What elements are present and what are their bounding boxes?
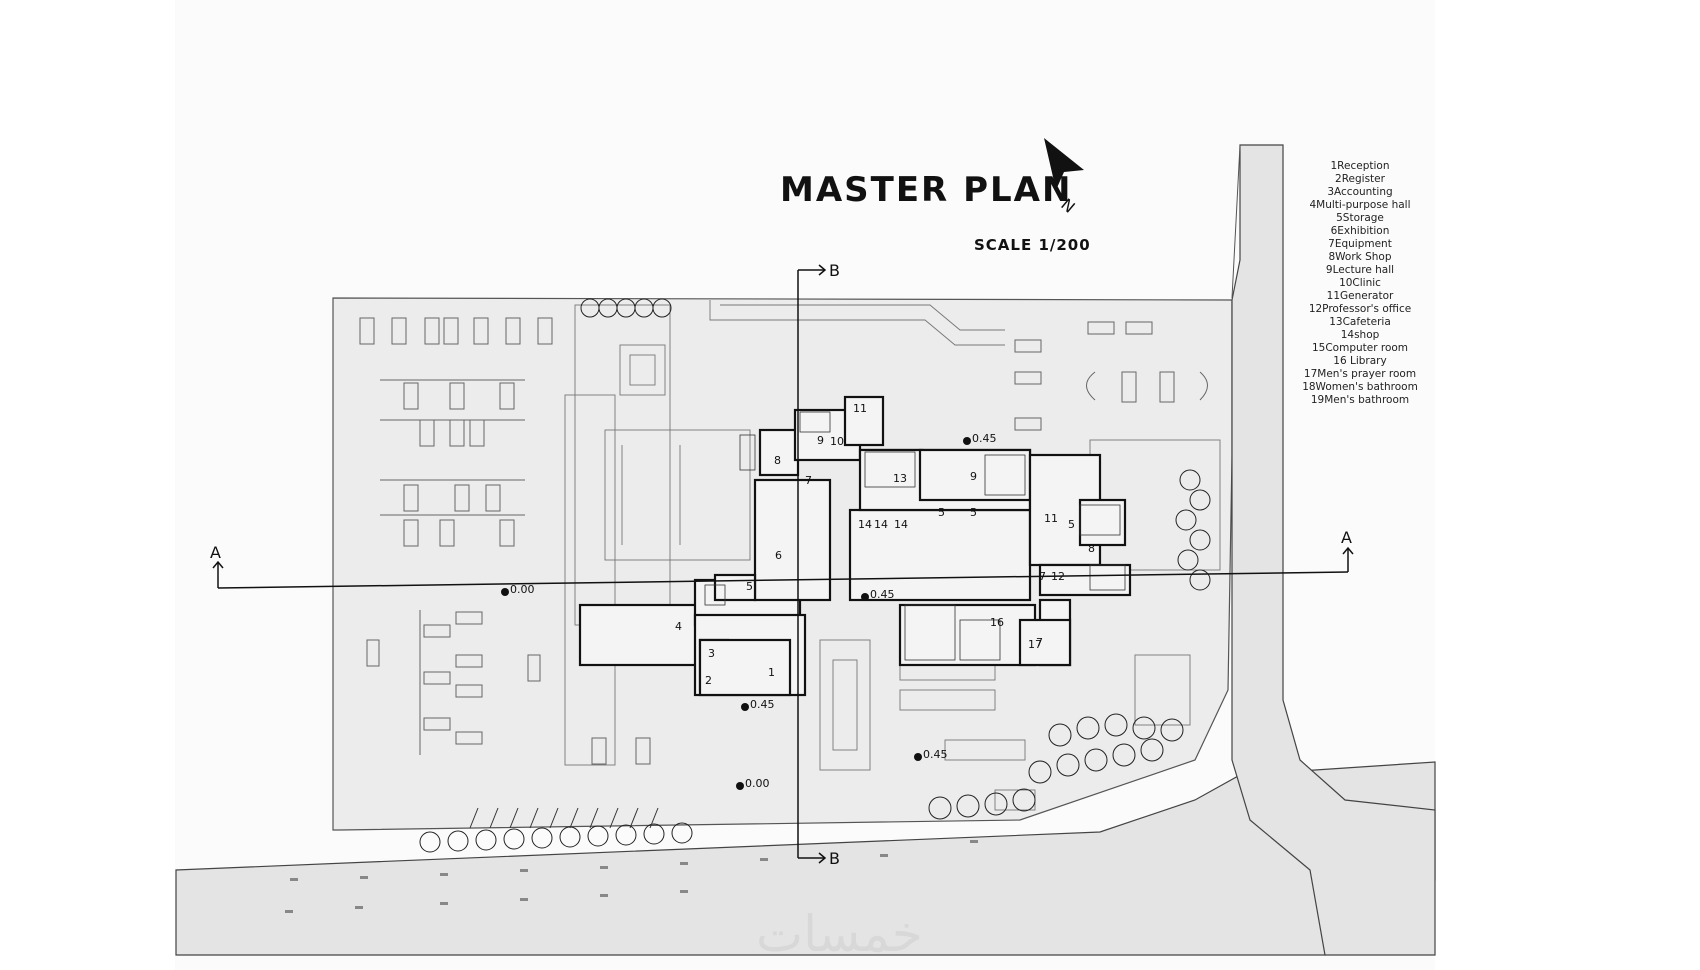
level-mark: 0.45 xyxy=(750,698,775,711)
legend-item: 4Multi-purpose hall xyxy=(1309,199,1411,211)
watermark-logo: خمسات xyxy=(756,905,923,963)
room-legend: 1Reception 2Register 3Accounting 4Multi-… xyxy=(1280,160,1440,407)
room-number: 8 xyxy=(1088,542,1095,555)
trees-right xyxy=(1175,469,1211,591)
room-number: 4 xyxy=(675,620,682,633)
section-b-bottom: B xyxy=(829,849,840,868)
level-mark: 0.00 xyxy=(510,583,535,596)
legend-item: 13Cafeteria xyxy=(1329,316,1391,328)
side-road xyxy=(1231,144,1436,956)
room-number: 16 xyxy=(990,616,1004,629)
legend-item: 18Women's bathroom xyxy=(1302,381,1418,393)
furniture-hatching xyxy=(704,411,1126,661)
room-number: 7 xyxy=(1036,636,1043,649)
room-number: 1 xyxy=(768,666,775,679)
room-number: 2 xyxy=(705,674,712,687)
road-markings xyxy=(285,840,978,913)
room-number: 13 xyxy=(893,472,907,485)
legend-item: 17Men's prayer room xyxy=(1303,368,1417,380)
section-line-a xyxy=(212,546,1354,589)
room-number: 5 xyxy=(746,580,753,593)
room-number: 9 xyxy=(970,470,977,483)
legend-item: 14shop xyxy=(1340,329,1380,341)
room-number: 12 xyxy=(1051,570,1065,583)
trees-bottom xyxy=(419,713,1184,853)
trees-top xyxy=(580,298,672,318)
north-arrow-icon xyxy=(1044,138,1084,190)
room-number: 5 xyxy=(938,506,945,519)
section-a-left: A xyxy=(210,543,221,562)
legend-item: 1Reception xyxy=(1330,160,1390,172)
room-number: 14 xyxy=(858,518,872,531)
legend-item: 19Men's bathroom xyxy=(1310,394,1410,406)
legend-item: 8Work Shop xyxy=(1328,251,1392,263)
room-number: 5 xyxy=(1068,518,1075,531)
room-number: 11 xyxy=(853,402,867,415)
level-mark: 0.00 xyxy=(745,777,770,790)
building-footprint xyxy=(578,395,1132,697)
legend-item: 11Generator xyxy=(1326,290,1394,302)
level-mark: 0.45 xyxy=(972,432,997,445)
room-number: 3 xyxy=(708,647,715,660)
section-b-top: B xyxy=(829,261,840,280)
legend-item: 7Equipment xyxy=(1328,238,1392,250)
road-edge xyxy=(1231,144,1241,299)
legend-item: 3Accounting xyxy=(1327,186,1393,198)
legend-item: 2Register xyxy=(1335,173,1385,185)
legend-item: 10Clinic xyxy=(1339,277,1381,289)
room-number: 10 xyxy=(830,435,844,448)
level-mark: 0.45 xyxy=(923,748,948,761)
room-number: 17 xyxy=(1028,638,1042,651)
legend-item: 9Lecture hall xyxy=(1325,264,1395,276)
room-number: 14 xyxy=(874,518,888,531)
room-number: 7 xyxy=(1039,570,1046,583)
room-number: 11 xyxy=(1044,512,1058,525)
room-number: 14 xyxy=(894,518,908,531)
legend-item: 6Exhibition xyxy=(1330,225,1390,237)
scale-label: SCALE 1/200 xyxy=(974,236,1091,254)
section-line-b xyxy=(797,264,827,864)
legend-item: 16 Library xyxy=(1333,355,1387,367)
section-a-right: A xyxy=(1341,528,1352,547)
level-marks: 0.00 0.45 0.45 0.45 0.45 0.00 xyxy=(501,432,997,790)
parking-right xyxy=(1014,321,1208,431)
room-number: 6 xyxy=(775,549,782,562)
room-number: 5 xyxy=(970,506,977,519)
legend-item: 15Computer room xyxy=(1311,342,1409,354)
room-numbers: 1 2 3 4 5 5 5 5 6 7 7 7 8 8 9 9 10 11 11… xyxy=(675,402,1095,687)
level-mark: 0.45 xyxy=(870,588,895,601)
parking-stripes xyxy=(469,807,659,829)
parking-left xyxy=(359,317,651,765)
room-number: 7 xyxy=(805,474,812,487)
page-title: MASTER PLAN xyxy=(780,170,1073,210)
room-number: 9 xyxy=(817,434,824,447)
legend-item: 5Storage xyxy=(1336,212,1384,224)
room-number: 8 xyxy=(774,454,781,467)
legend-item: 12Professor's office xyxy=(1308,303,1412,315)
